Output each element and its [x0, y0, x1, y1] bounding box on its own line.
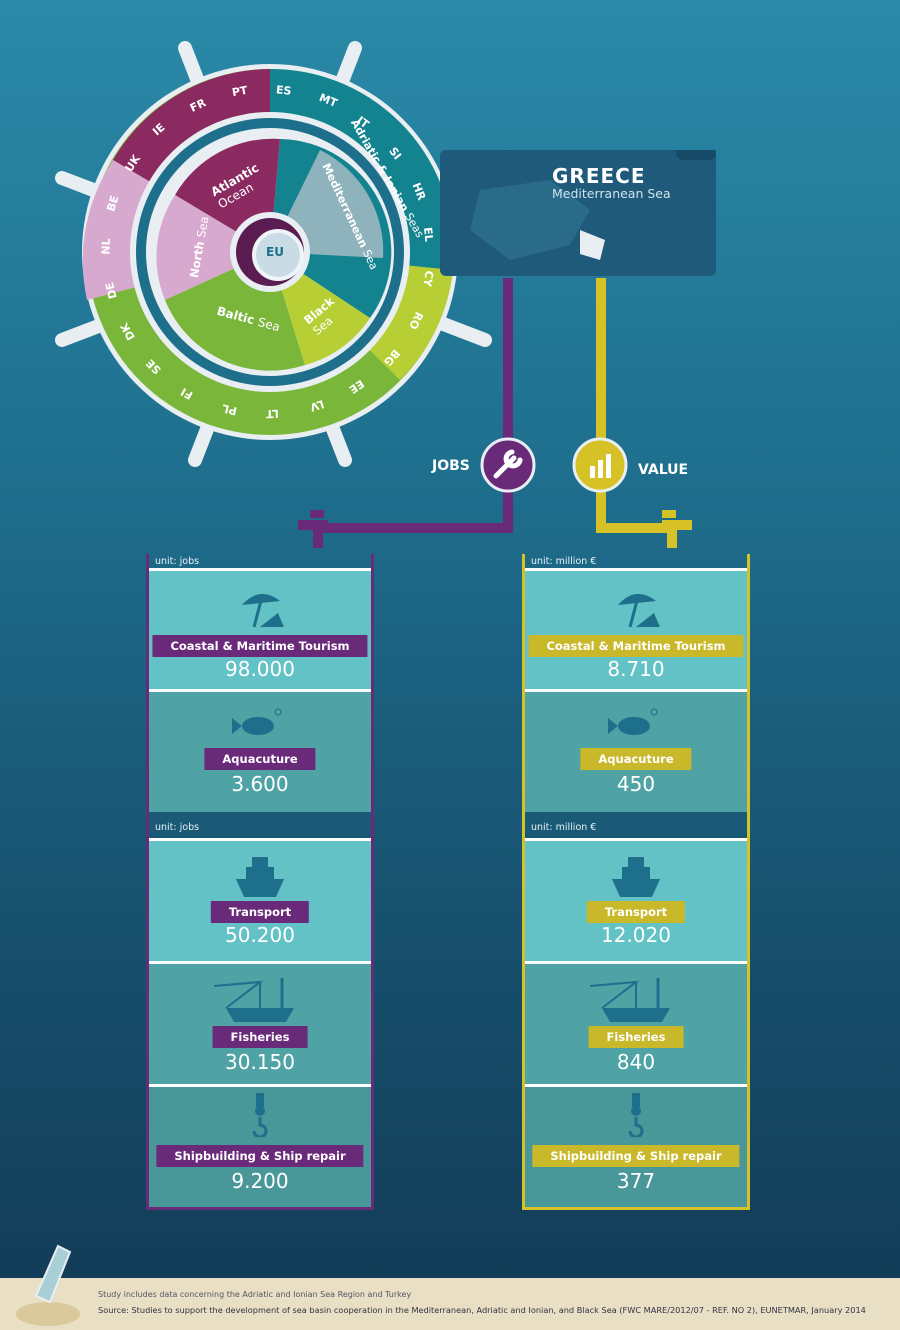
- footer-note: Study includes data concerning the Adria…: [98, 1290, 412, 1299]
- sector-value: 9.200: [231, 1169, 289, 1193]
- ship-icon: [236, 857, 284, 897]
- sector-value: 840: [616, 1050, 656, 1074]
- value-cell-fisheries: Fisheries 840: [525, 964, 747, 1084]
- value-unit-band: unit: million €: [525, 812, 747, 840]
- footer-source: Source: Studies to support the developme…: [98, 1305, 866, 1315]
- fishing-boat-icon: [213, 978, 294, 1022]
- country-subtitle: Mediterranean Sea: [552, 186, 671, 201]
- jobs-label: JOBS: [432, 458, 470, 474]
- sector-label: Aquacuture: [204, 748, 316, 770]
- value-tank: unit: million € Coastal & Maritime Touri…: [522, 554, 750, 1210]
- fishing-boat-icon: [589, 978, 670, 1022]
- jobs-cell-shipbuilding: Shipbuilding & Ship repair 9.200: [149, 1087, 371, 1207]
- sector-value: 450: [616, 772, 656, 796]
- beach-umbrella-icon: [242, 593, 284, 628]
- sector-label: Fisheries: [212, 1026, 308, 1048]
- jobs-cell-aquaculture: Aquacuture 3.600: [149, 692, 371, 812]
- jobs-tank: unit: jobs Coastal & Maritime Tourism 98…: [146, 554, 374, 1210]
- value-cell-tourism: Coastal & Maritime Tourism 8.710: [525, 571, 747, 689]
- sector-value: 377: [616, 1169, 656, 1193]
- sector-label: Fisheries: [588, 1026, 684, 1048]
- sector-value: 3.600: [231, 772, 289, 796]
- eu-label: EU: [266, 245, 284, 259]
- sector-value: 98.000: [225, 657, 295, 681]
- country-title: GREECE: [552, 164, 646, 188]
- jobs-unit-band: unit: jobs: [149, 812, 371, 840]
- value-label: VALUE: [638, 462, 689, 478]
- jobs-cell-tourism: Coastal & Maritime Tourism 98.000: [149, 571, 371, 689]
- pipes: [298, 278, 692, 548]
- value-cell-aquaculture: Aquacuture 450: [525, 692, 747, 812]
- sector-label: Transport: [210, 901, 310, 923]
- sector-label: Shipbuilding & Ship repair: [532, 1145, 740, 1167]
- crane-hook-icon: [252, 1093, 268, 1137]
- value-cell-shipbuilding: Shipbuilding & Ship repair 377: [525, 1087, 747, 1207]
- bottle-icon: [16, 1244, 80, 1326]
- jobs-cell-transport: Transport 50.200: [149, 841, 371, 961]
- value-cell-transport: Transport 12.020: [525, 841, 747, 961]
- unit-label: unit: million €: [531, 822, 597, 833]
- sector-label: Transport: [586, 901, 686, 923]
- unit-label: unit: jobs: [155, 822, 200, 833]
- crane-hook-icon: [628, 1093, 644, 1137]
- fish-icon: [608, 708, 658, 735]
- beach-umbrella-icon: [618, 593, 660, 628]
- ship-wheel: [55, 41, 492, 467]
- sector-value: 50.200: [225, 923, 295, 947]
- jobs-cell-fisheries: Fisheries 30.150: [149, 964, 371, 1084]
- unit-label: unit: jobs: [155, 556, 200, 567]
- sector-label: Coastal & Maritime Tourism: [152, 635, 368, 657]
- unit-label: unit: million €: [531, 556, 597, 567]
- footer: [0, 1278, 900, 1330]
- sector-value: 30.150: [225, 1050, 295, 1074]
- ship-icon: [612, 857, 660, 897]
- sector-value: 8.710: [607, 657, 665, 681]
- greece-banner: [440, 150, 716, 276]
- sector-label: Shipbuilding & Ship repair: [156, 1145, 364, 1167]
- fish-icon: [232, 708, 282, 735]
- sector-value: 12.020: [601, 923, 671, 947]
- sector-label: Coastal & Maritime Tourism: [528, 635, 744, 657]
- sector-label: Aquacuture: [580, 748, 692, 770]
